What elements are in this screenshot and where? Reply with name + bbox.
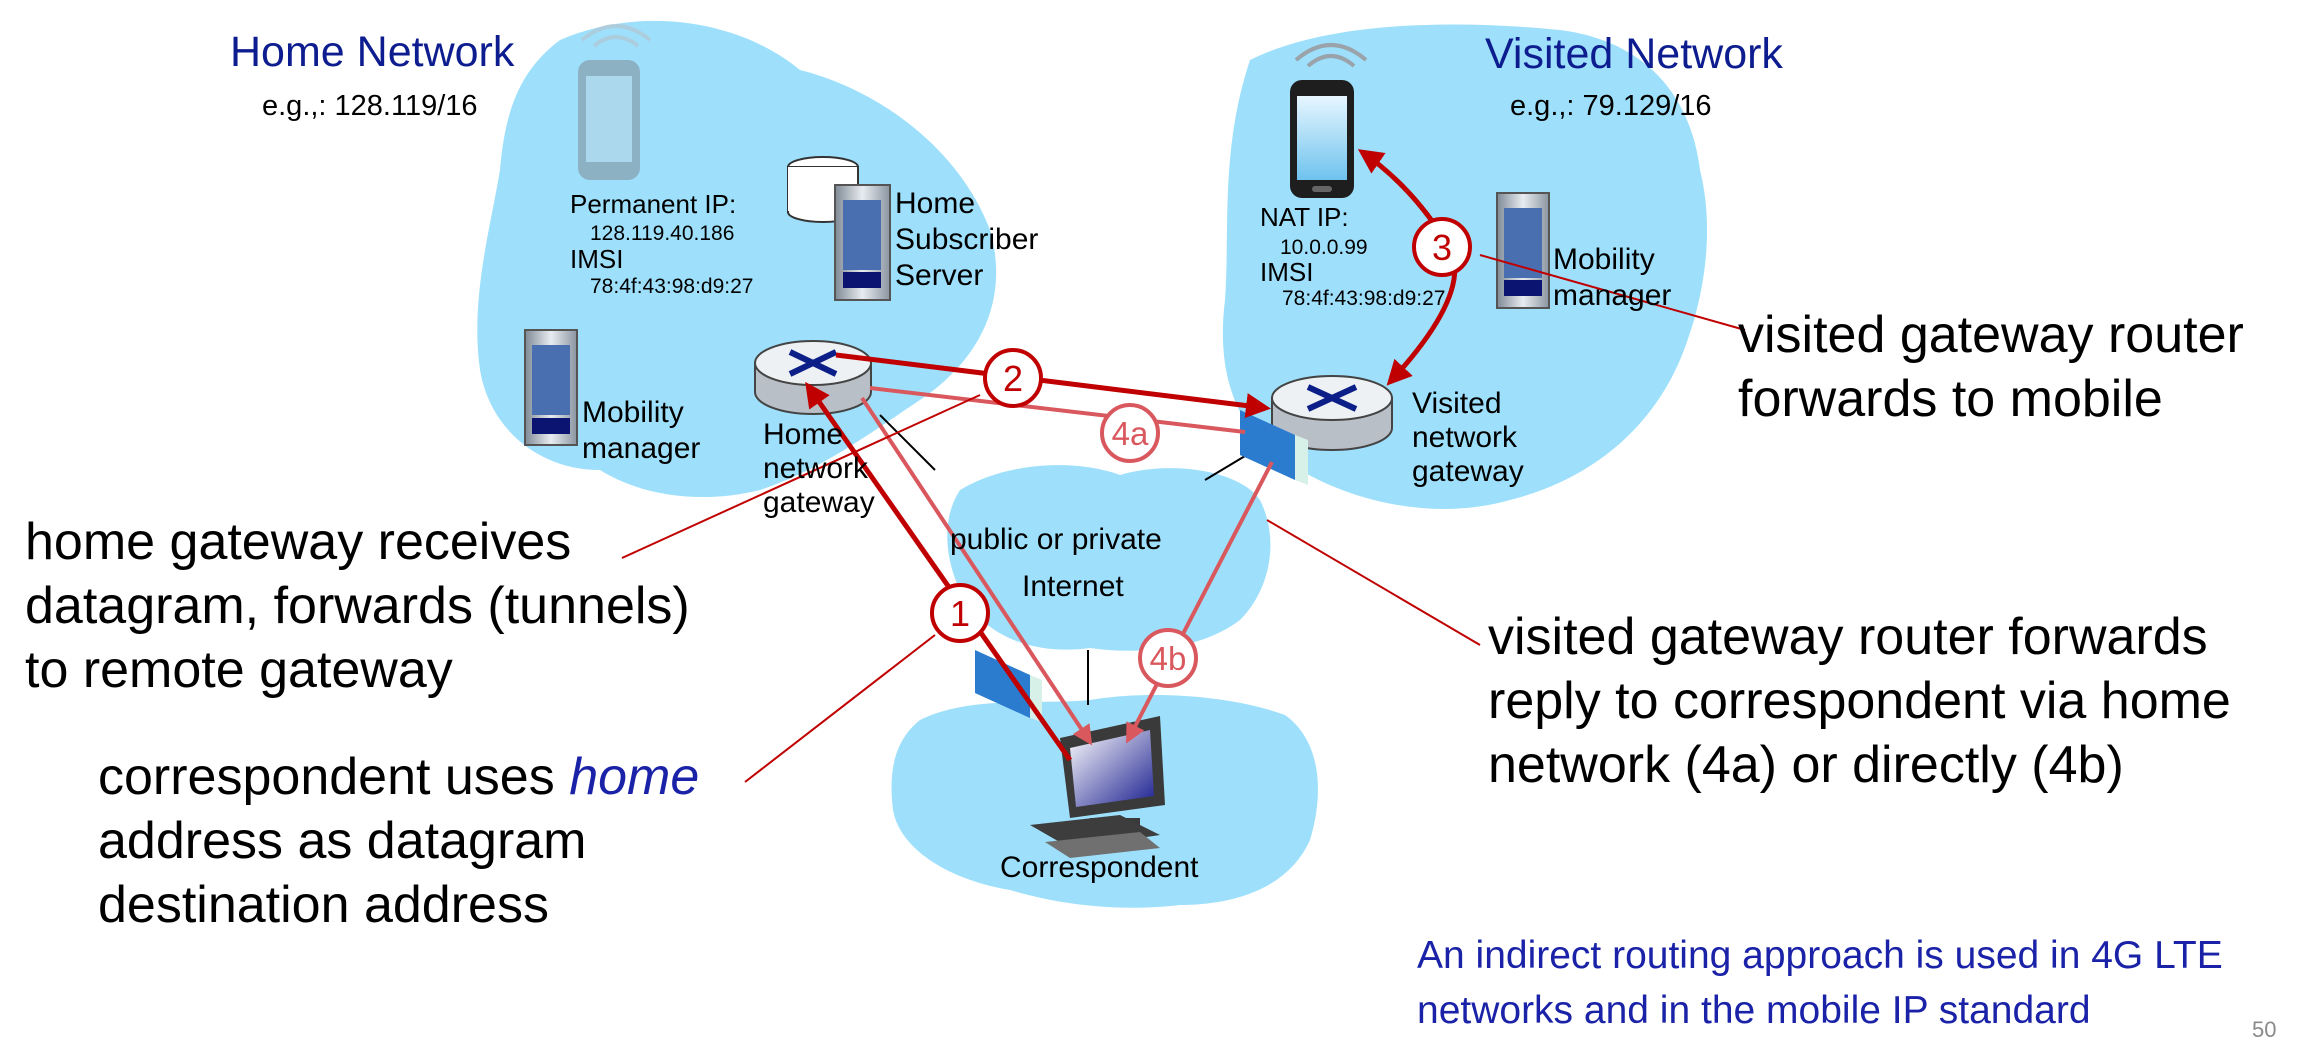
svg-text:4a: 4a xyxy=(1112,415,1149,452)
arrow-step2 xyxy=(835,352,1271,418)
footnote: An indirect routing approach is used in … xyxy=(1417,934,2223,1032)
internet-label-line2: Internet xyxy=(1022,570,1124,603)
step-badge-4b: 4b xyxy=(1138,628,1198,688)
svg-text:1: 1 xyxy=(950,593,970,634)
mobile-phone-icon xyxy=(1290,43,1368,198)
home-phone-icon xyxy=(578,24,652,180)
arrow-step1 xyxy=(805,381,1073,762)
page-number: 50 xyxy=(2252,1017,2277,1042)
step-badge-4a: 4a xyxy=(1100,403,1160,463)
home-network-prefix: e.g.,: 128.119/16 xyxy=(262,90,478,122)
tunneled-packet-icon xyxy=(1240,410,1308,485)
svg-text:4b: 4b xyxy=(1150,640,1187,677)
step-badge-2: 2 xyxy=(983,348,1043,408)
internet-cloud xyxy=(947,465,1271,651)
visited-network-title: Visited Network xyxy=(1485,30,1783,78)
home-subscriber-server-icon xyxy=(787,156,891,301)
svg-text:2: 2 xyxy=(1003,358,1023,399)
visited-mobility-manager-icon xyxy=(1496,192,1550,309)
home-gateway-router-icon xyxy=(754,340,872,415)
home-network-title: Home Network xyxy=(230,28,515,76)
step-badge-1: 1 xyxy=(930,583,990,643)
home-emphasis: home xyxy=(569,748,700,806)
correspondent-label: Correspondent xyxy=(1000,851,1199,884)
svg-text:3: 3 xyxy=(1432,227,1452,268)
visited-imsi-value: 78:4f:43:98:d9:27 xyxy=(1282,287,1446,310)
arrow-step4a xyxy=(869,386,1246,434)
nat-ip-value: 10.0.0.99 xyxy=(1280,236,1368,259)
nat-ip-label: NAT IP: xyxy=(1260,202,1349,232)
home-imsi-label: IMSI xyxy=(570,244,624,274)
home-mobility-manager-icon xyxy=(524,329,578,446)
arrow-step4a-return xyxy=(860,396,1093,746)
internet-label-line1: public or private xyxy=(950,523,1162,556)
arrow-step4b xyxy=(1126,461,1274,744)
permanent-ip-value: 128.119.40.186 xyxy=(590,222,735,245)
annotation-pointers xyxy=(621,254,1746,783)
permanent-ip-label: Permanent IP: xyxy=(570,189,737,219)
visited-network-prefix: e.g.,: 79.129/16 xyxy=(1510,90,1712,122)
step-badge-3: 3 xyxy=(1412,217,1472,277)
visited-imsi-label: IMSI xyxy=(1260,257,1314,287)
annotation-step1: correspondent uses home address as datag… xyxy=(98,748,700,934)
step-arrows xyxy=(805,149,1458,762)
home-imsi-value: 78:4f:43:98:d9:27 xyxy=(590,275,754,298)
